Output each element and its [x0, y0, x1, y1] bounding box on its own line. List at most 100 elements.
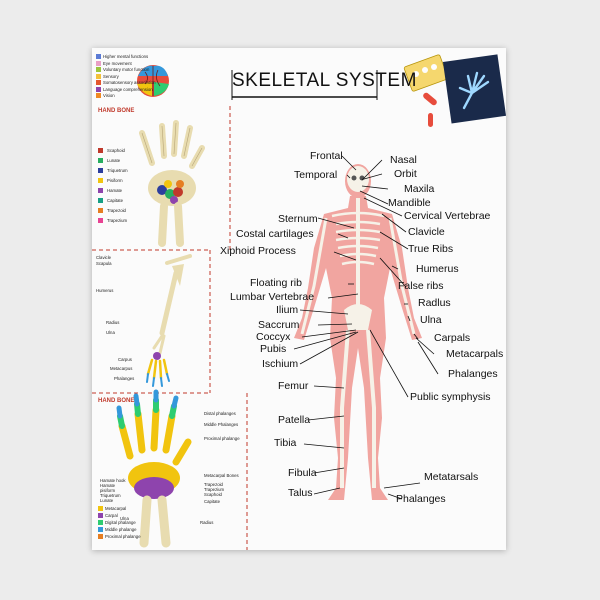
body-label-right: Orbit	[394, 168, 417, 180]
wrist-legend-swatch	[98, 168, 103, 173]
body-label-right: Phalanges	[448, 368, 498, 380]
hand2-legend-swatch	[98, 506, 103, 511]
arm-label: Phalanges	[114, 376, 135, 381]
arm-label: Carpus	[118, 357, 132, 362]
body-label-left: Frontal	[310, 150, 343, 162]
brain-legend-label: Sensory	[103, 73, 119, 79]
hand2-left-label: Hamate hook	[100, 478, 126, 483]
body-label-left: Patella	[278, 414, 311, 426]
body-label-left: Floating rib	[250, 277, 302, 289]
body-label-left: Pubis	[260, 343, 287, 355]
wrist-legend-swatch	[98, 198, 103, 203]
body-label-left: Talus	[288, 487, 313, 499]
brain-legend-swatch	[96, 67, 101, 72]
wrist-legend-swatch	[98, 178, 103, 183]
body-label-left: Sternum	[278, 213, 318, 225]
wrist-legend-label: Scaphoid	[107, 148, 125, 153]
wrist-legend-swatch	[98, 148, 103, 153]
xray-icon	[442, 54, 506, 124]
wrist-legend-swatch	[98, 208, 103, 213]
brain-legend-swatch	[96, 86, 101, 92]
body-label-right: Phalanges	[396, 493, 446, 505]
body-label-right: Mandible	[388, 197, 431, 209]
hand2-legend-swatch	[98, 520, 103, 525]
brain-legend-swatch	[96, 60, 101, 66]
body-label-right: Metatarsals	[424, 471, 479, 483]
arm-label: Humerus	[96, 288, 114, 293]
arm-label: Metacarpus	[110, 366, 133, 371]
pills-icon	[403, 54, 449, 127]
hand2-legend-swatch	[98, 534, 103, 539]
hand-bone-heading-2: HAND BONE	[98, 398, 135, 404]
brain-legend-label: Somatosensory association	[103, 80, 156, 85]
body-label-left: Costal cartilages	[236, 228, 314, 240]
body-label-left: Ischium	[262, 358, 299, 370]
hand2-legend-label: Digital phalange	[105, 520, 136, 525]
body-label-left: Temporal	[294, 169, 338, 181]
brain-legend-label: Language comprehension	[103, 86, 153, 92]
arm-label: Scapula	[96, 261, 112, 266]
arm-label: Ulna	[106, 330, 115, 335]
hand2-right-label: Scaphoid	[204, 492, 222, 497]
arm-label: Clavicle	[96, 255, 112, 260]
body-label-left: Ilium	[276, 304, 299, 316]
section-dividers	[92, 106, 248, 550]
body-label-left: Fibula	[288, 467, 317, 479]
body-label-left: Xiphoid Process	[220, 245, 296, 257]
body-label-right: Maxila	[404, 183, 435, 195]
brain-legend-label: Vision	[103, 93, 115, 98]
illustration-layer	[92, 54, 506, 550]
hand2-right-label: Radius	[200, 520, 214, 525]
wrist-legend-label: Lunate	[107, 158, 121, 163]
wrist-legend-label: Hamate	[107, 188, 123, 193]
brain-legend-label: Eye movement	[103, 60, 132, 66]
body-label-right: False ribs	[398, 280, 444, 292]
hand2-left-label: Triquetrum	[100, 493, 121, 498]
wrist-legend-label: Triquetrum	[107, 168, 128, 173]
poster-title: SKELETAL SYSTEM	[232, 70, 417, 91]
hand2-legend-swatch	[98, 513, 103, 518]
body-label-left: Lumbar Vertebrae	[230, 291, 315, 303]
body-label-left: Coccyx	[256, 331, 291, 343]
wrist-legend-label: Trapezium	[107, 218, 128, 223]
hand2-right-label: Proximal phalange	[204, 436, 240, 441]
body-label-right: Radlus	[418, 297, 451, 309]
body-label-right: Clavicle	[408, 226, 445, 238]
body-label-right: Public symphysis	[410, 391, 491, 403]
body-label-right: Ulna	[420, 314, 442, 326]
body-label-right: Nasal	[390, 154, 417, 166]
wrist-legend-swatch	[98, 188, 103, 193]
hand2-right-label: Capitate	[204, 499, 221, 504]
hand2-right-label: Trapezium	[204, 487, 225, 492]
hand2-legend-label: Metacarpal	[105, 506, 127, 511]
body-label-left: Tibia	[274, 437, 297, 449]
hand-skeleton-2	[116, 389, 192, 548]
hand2-legend-label: Middle phalange	[105, 527, 137, 532]
hand-bone-heading-1: HAND BONE	[98, 108, 135, 114]
body-label-left: Femur	[278, 380, 309, 392]
arm-skeleton	[146, 254, 192, 387]
leader-lines	[293, 155, 439, 500]
hand2-legend-label: Carpal	[105, 513, 118, 518]
hand2-legend-label: Proximal phalange	[105, 534, 141, 539]
hand2-left-label: Hamate	[100, 483, 116, 488]
wrist-legend-label: Capitate	[107, 198, 124, 203]
hand2-left-label: Lunate	[100, 498, 114, 503]
body-label-right: Humerus	[416, 263, 459, 275]
brain-legend-label: Voluntary motor function	[103, 67, 150, 72]
arm-label: Radius	[106, 320, 120, 325]
hand2-right-label: Middle Phalanges	[204, 422, 239, 427]
hand2-right-label: Distal phalanges	[204, 411, 236, 416]
human-body	[294, 164, 422, 500]
body-label-right: Carpals	[434, 332, 471, 344]
brain-icon	[137, 65, 169, 97]
wrist-legend-label: Pisiform	[107, 178, 123, 183]
hand2-legend-swatch	[98, 527, 103, 532]
body-label-right: Metacarpals	[446, 348, 504, 360]
brain-legend-swatch	[96, 93, 101, 98]
body-label-right: Cervical Vertebrae	[404, 210, 491, 222]
brain-legend-swatch	[96, 73, 101, 79]
wrist-legend-swatch	[98, 218, 103, 223]
wrist-legend-label: Trapezoid	[107, 208, 126, 213]
